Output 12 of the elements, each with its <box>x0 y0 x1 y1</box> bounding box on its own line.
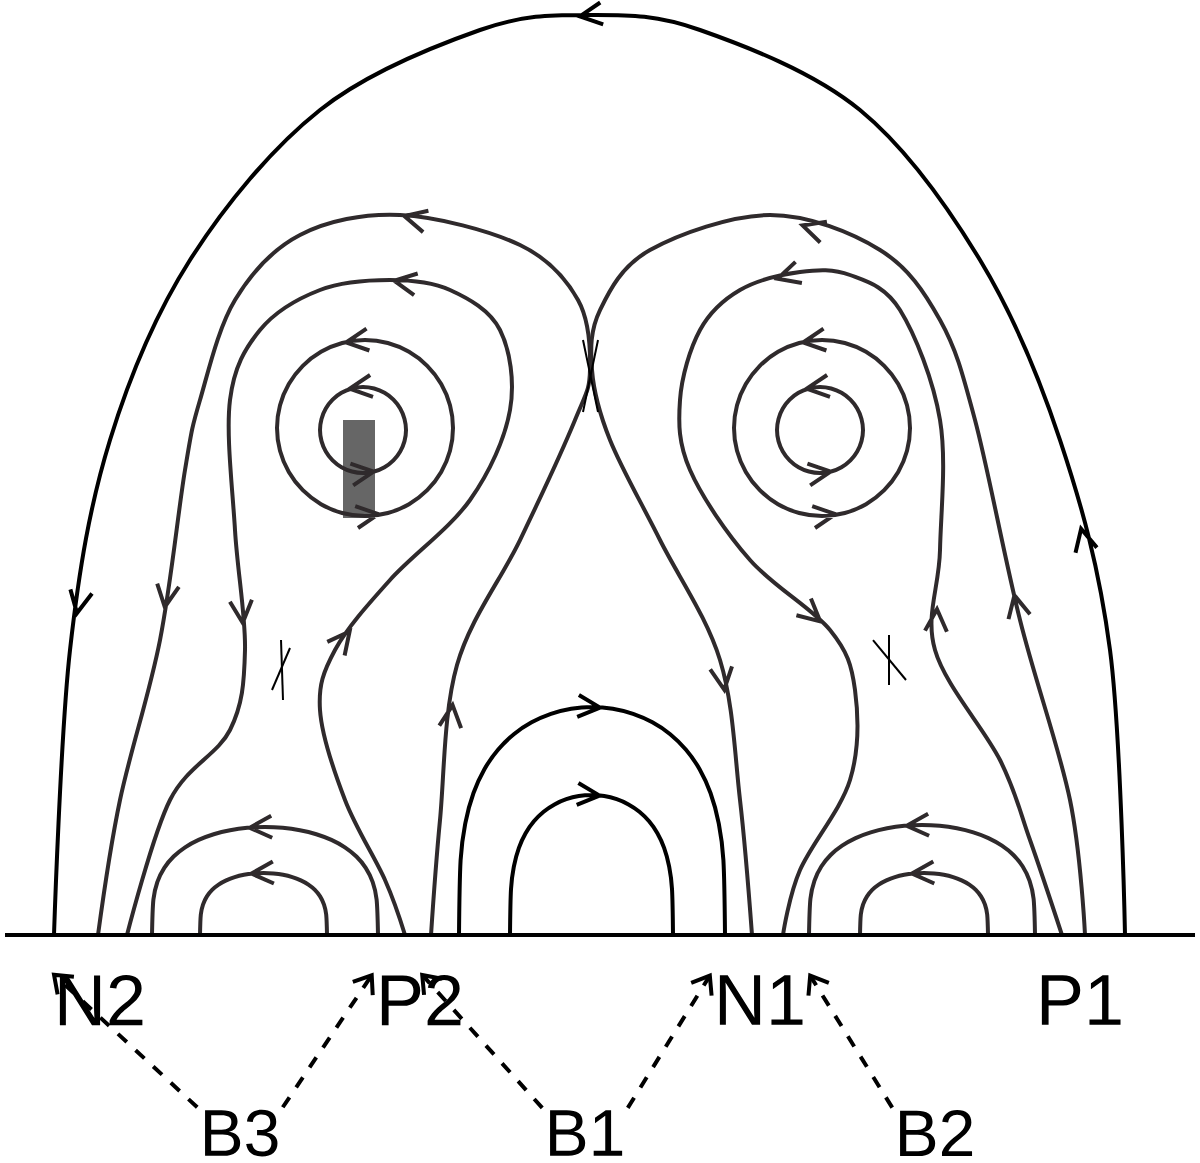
pole-label: P2 <box>381 974 461 1026</box>
label-text: B2 <box>900 1110 973 1157</box>
leader-line <box>806 972 894 1109</box>
pole-label: N1 <box>719 975 803 1025</box>
label-text: B3 <box>205 1109 278 1157</box>
leader-line <box>420 972 544 1110</box>
leader-line <box>626 972 714 1109</box>
leader-line <box>281 972 375 1109</box>
pole-label: N2 <box>59 974 143 1026</box>
pole-label: P1 <box>1041 975 1121 1025</box>
leader-line <box>51 972 199 1109</box>
label-text: B1 <box>550 1110 623 1156</box>
